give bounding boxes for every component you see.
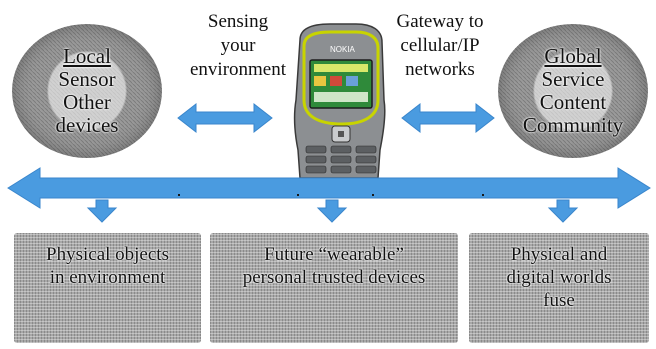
local-line-3: devices — [55, 113, 119, 137]
sensing-line-2: your — [220, 35, 256, 56]
box-physical-objects: Physical objects in environment — [14, 233, 201, 343]
phone-keypad — [305, 145, 377, 174]
box-1-line-1: Physical objects — [46, 244, 169, 265]
down-arrow-1 — [86, 199, 118, 223]
global-heading: Global — [544, 44, 602, 68]
box-1-line-2: in environment — [49, 267, 166, 288]
sensing-line-3: environment — [189, 59, 287, 80]
sensing-line-1: Sensing — [207, 11, 269, 32]
global-line-3: Community — [522, 113, 624, 137]
down-arrow-2 — [316, 199, 348, 223]
global-line-2: Content — [539, 90, 607, 114]
phone-accent-rim — [302, 30, 380, 126]
arrow-tick-marks — [178, 194, 484, 196]
box-3-line-3: fuse — [543, 290, 575, 311]
local-link-arrow — [177, 102, 273, 134]
gateway-line-1: Gateway to — [396, 11, 484, 32]
box-2-line-2: personal trusted devices — [242, 267, 426, 288]
phone-brand: NOKIA — [330, 45, 356, 54]
global-circle: Global Service Content Community — [498, 24, 648, 158]
phone-illustration: NOKIA — [293, 23, 386, 179]
sensing-caption: Sensing your environment — [178, 10, 298, 82]
main-horizontal-arrow — [7, 167, 651, 209]
global-link-arrow — [401, 102, 495, 134]
local-line-1: Sensor — [58, 67, 116, 91]
gateway-caption: Gateway to cellular/IP networks — [380, 10, 500, 82]
down-arrow-3 — [547, 199, 579, 223]
local-line-2: Other — [63, 90, 111, 114]
box-wearable-devices: Future “wearable” personal trusted devic… — [210, 233, 458, 343]
box-worlds-fuse: Physical and digital worlds fuse — [469, 233, 649, 343]
global-line-1: Service — [541, 67, 605, 91]
local-heading: Local — [63, 44, 111, 68]
box-2-line-1: Future “wearable” — [264, 244, 404, 265]
local-circle: Local Sensor Other devices — [12, 24, 162, 158]
box-3-line-2: digital worlds — [506, 267, 612, 288]
gateway-line-3: networks — [405, 59, 475, 80]
gateway-line-2: cellular/IP — [400, 35, 480, 56]
box-3-line-1: Physical and — [510, 244, 608, 265]
